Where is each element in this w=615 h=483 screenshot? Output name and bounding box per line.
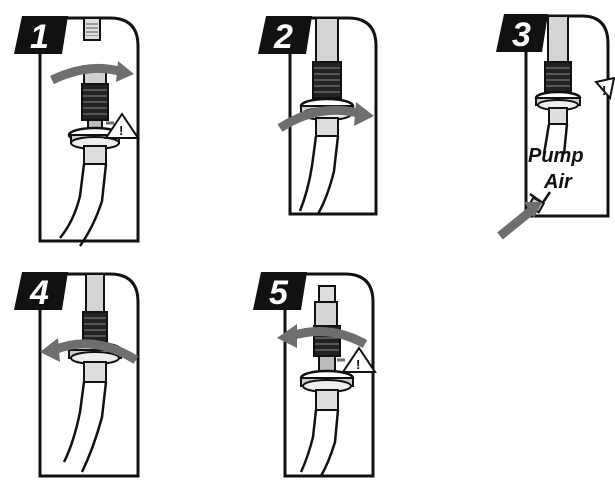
step-number: 3 [512, 16, 531, 54]
step-number: 5 [269, 274, 289, 312]
step-1-panel: 1 ! [10, 6, 150, 247]
pump-label-line1: Pump [528, 145, 584, 167]
step-number: 1 [30, 18, 49, 56]
step-5-illustration: 5 ! [253, 272, 377, 478]
step-number: 4 [29, 274, 49, 312]
step-5-panel: 5 ! [245, 262, 385, 480]
step-3-illustration: 3 ! Pump Air [496, 14, 615, 240]
step-4-illustration: 4 [14, 272, 140, 478]
step-2-illustration: 2 [258, 16, 378, 216]
step-3-panel: 3 ! Pump Air [490, 4, 615, 242]
step-2-panel: 2 [250, 6, 390, 218]
step-number: 2 [273, 18, 293, 56]
warning-glyph: ! [602, 83, 606, 98]
warning-glyph: ! [119, 123, 123, 138]
pump-label-line2: Air [543, 171, 573, 193]
warning-glyph: ! [356, 357, 360, 372]
step-4-panel: 4 [10, 262, 150, 480]
step-1-illustration: 1 ! [14, 16, 140, 247]
